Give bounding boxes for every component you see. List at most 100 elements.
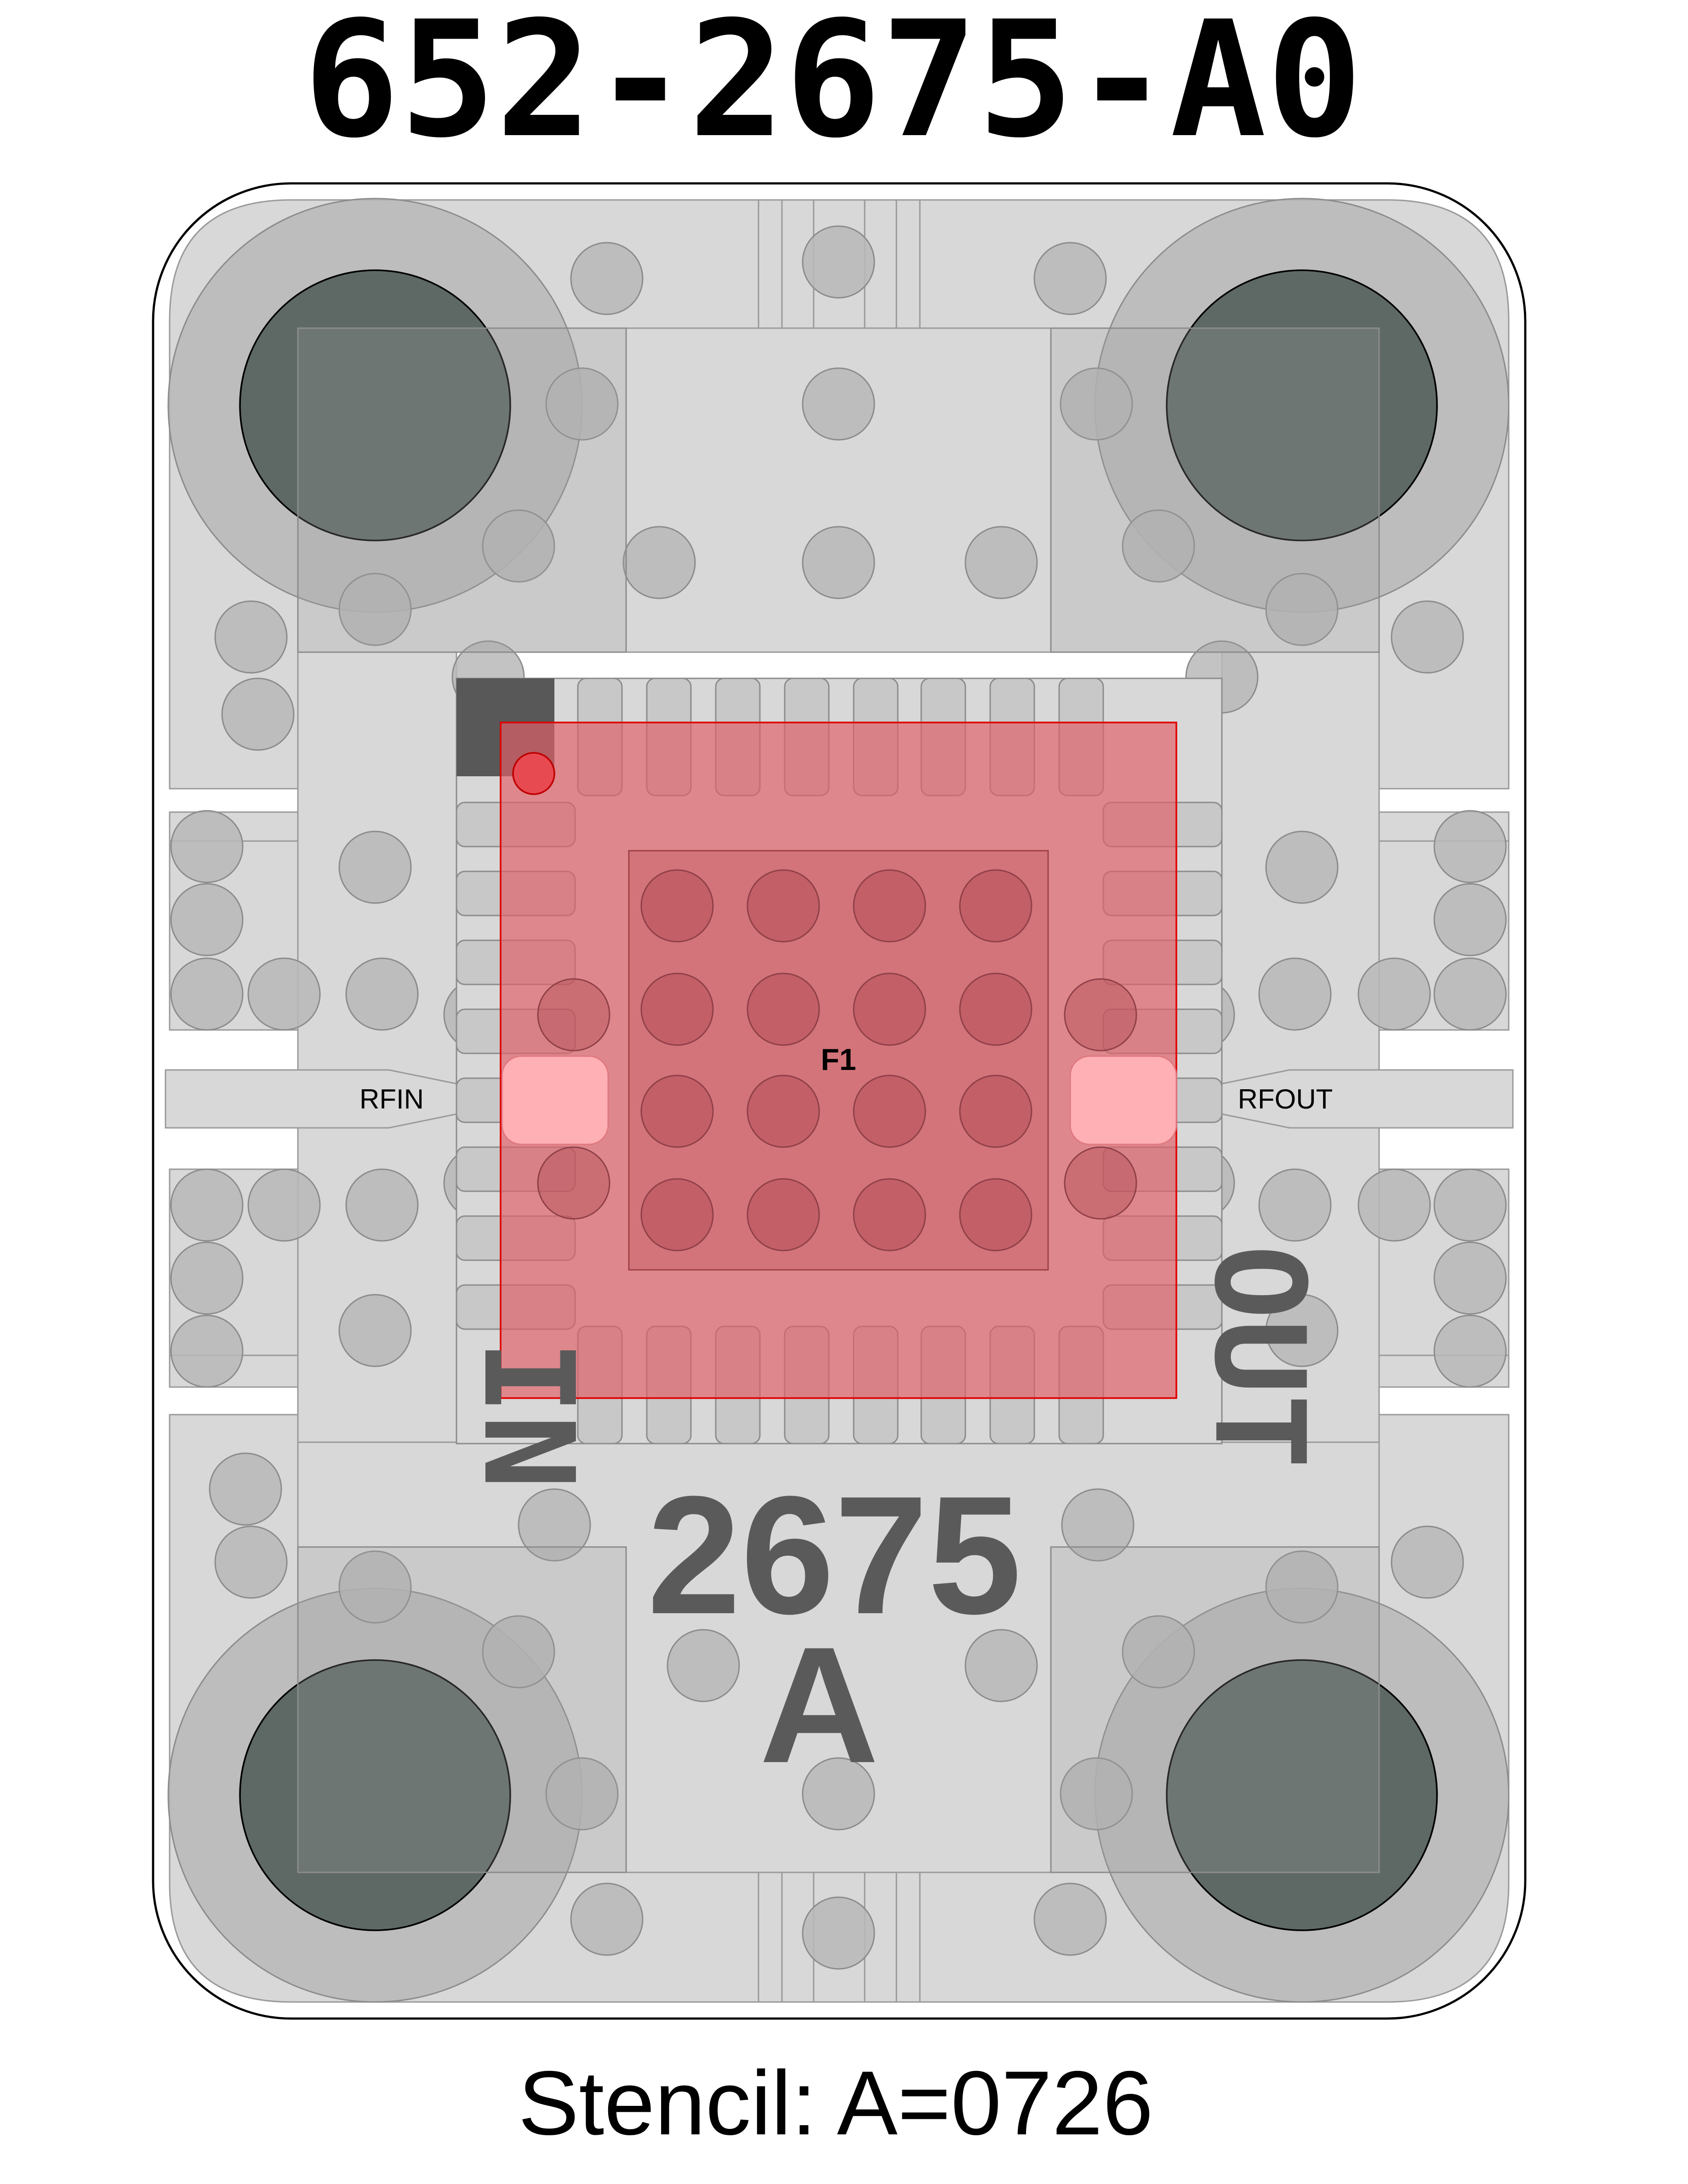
via xyxy=(1265,830,1339,904)
via xyxy=(170,1168,244,1242)
silk-revision: A xyxy=(759,1613,879,1797)
rf-out-pad-highlight xyxy=(1069,1055,1177,1145)
via xyxy=(1060,367,1133,441)
pin1-dot xyxy=(512,752,555,795)
via xyxy=(1122,509,1195,583)
via xyxy=(1391,600,1464,674)
mount-hole-bottom-left xyxy=(239,1659,511,1931)
paddle-via xyxy=(853,869,926,943)
via xyxy=(338,573,412,646)
rf-out-label: RFOUT xyxy=(1238,1084,1333,1115)
via xyxy=(1433,1241,1507,1315)
via xyxy=(1391,1525,1464,1599)
silk-out-label: OUT xyxy=(1187,1245,1332,1469)
via xyxy=(345,957,419,1031)
via xyxy=(247,957,321,1031)
via xyxy=(1061,1488,1135,1562)
ground-via xyxy=(537,978,610,1052)
via xyxy=(170,1314,244,1388)
paddle-via xyxy=(640,1075,714,1148)
via xyxy=(964,526,1038,599)
stencil-footer: Stencil: A=0726 xyxy=(518,2052,1153,2154)
via xyxy=(214,1525,288,1599)
paddle-via xyxy=(959,1178,1032,1251)
via xyxy=(482,509,555,583)
silk-in-label: IN xyxy=(456,1340,601,1489)
board-title: 652-2675-A0 xyxy=(303,0,1363,173)
component-label: F1 xyxy=(821,1042,856,1076)
via xyxy=(221,677,295,751)
mount-hole-top-left xyxy=(239,269,511,541)
paddle-vias xyxy=(537,869,1137,1251)
via xyxy=(802,1896,875,1970)
rf-in-label: RFIN xyxy=(359,1084,424,1115)
via xyxy=(622,526,696,599)
via xyxy=(1433,1168,1507,1242)
via xyxy=(170,1241,244,1315)
via xyxy=(1265,573,1339,646)
paddle-via xyxy=(853,1075,926,1148)
via xyxy=(1433,1314,1507,1388)
silk-part-number: 2675 xyxy=(647,1461,1021,1649)
via xyxy=(667,1629,740,1702)
via xyxy=(1122,1615,1195,1689)
via xyxy=(170,810,244,883)
paddle-via xyxy=(959,869,1032,943)
via xyxy=(247,1168,321,1242)
via xyxy=(545,1757,619,1831)
ground-via xyxy=(537,1146,610,1220)
via-layer xyxy=(170,225,1507,1970)
ground-via xyxy=(1064,1146,1137,1220)
paddle-via xyxy=(747,869,820,943)
via xyxy=(1033,1883,1107,1956)
via xyxy=(518,1488,591,1562)
paddle-via xyxy=(959,973,1032,1046)
via xyxy=(338,830,412,904)
paddle-via xyxy=(640,869,714,943)
paddle-via xyxy=(747,1075,820,1148)
via xyxy=(1258,1168,1332,1242)
mount-hole-bottom-right xyxy=(1166,1659,1438,1931)
via xyxy=(338,1294,412,1367)
via xyxy=(482,1615,555,1689)
keepout-overlays xyxy=(297,327,1380,1873)
via xyxy=(570,1883,644,1956)
component-f1-body xyxy=(500,722,1177,1399)
mounting-holes xyxy=(239,269,1438,1931)
via xyxy=(170,957,244,1031)
via xyxy=(1357,1168,1431,1242)
via xyxy=(802,1757,875,1831)
paddle-via xyxy=(959,1075,1032,1148)
via xyxy=(1060,1757,1133,1831)
exposed-paddle xyxy=(628,850,1049,1271)
via xyxy=(802,367,875,441)
via xyxy=(1265,1294,1339,1367)
via xyxy=(1033,242,1107,315)
via xyxy=(545,367,619,441)
via xyxy=(964,1629,1038,1702)
paddle-via xyxy=(853,1178,926,1251)
via xyxy=(1258,957,1332,1031)
via xyxy=(570,242,644,315)
mount-hole-top-right xyxy=(1166,269,1438,541)
via xyxy=(1357,957,1431,1031)
via xyxy=(170,883,244,956)
paddle-via xyxy=(640,1178,714,1251)
via xyxy=(345,1168,419,1242)
via xyxy=(802,225,875,299)
via xyxy=(209,1452,282,1526)
via xyxy=(802,526,875,599)
via xyxy=(1433,810,1507,883)
rf-in-pad-highlight xyxy=(501,1055,609,1145)
via xyxy=(338,1550,412,1624)
paddle-via xyxy=(853,973,926,1046)
via xyxy=(1265,1550,1339,1624)
paddle-via xyxy=(640,973,714,1046)
paddle-via xyxy=(747,973,820,1046)
ground-via xyxy=(1064,978,1137,1052)
paddle-via xyxy=(747,1178,820,1251)
via xyxy=(214,600,288,674)
via xyxy=(1433,883,1507,956)
via xyxy=(1433,957,1507,1031)
